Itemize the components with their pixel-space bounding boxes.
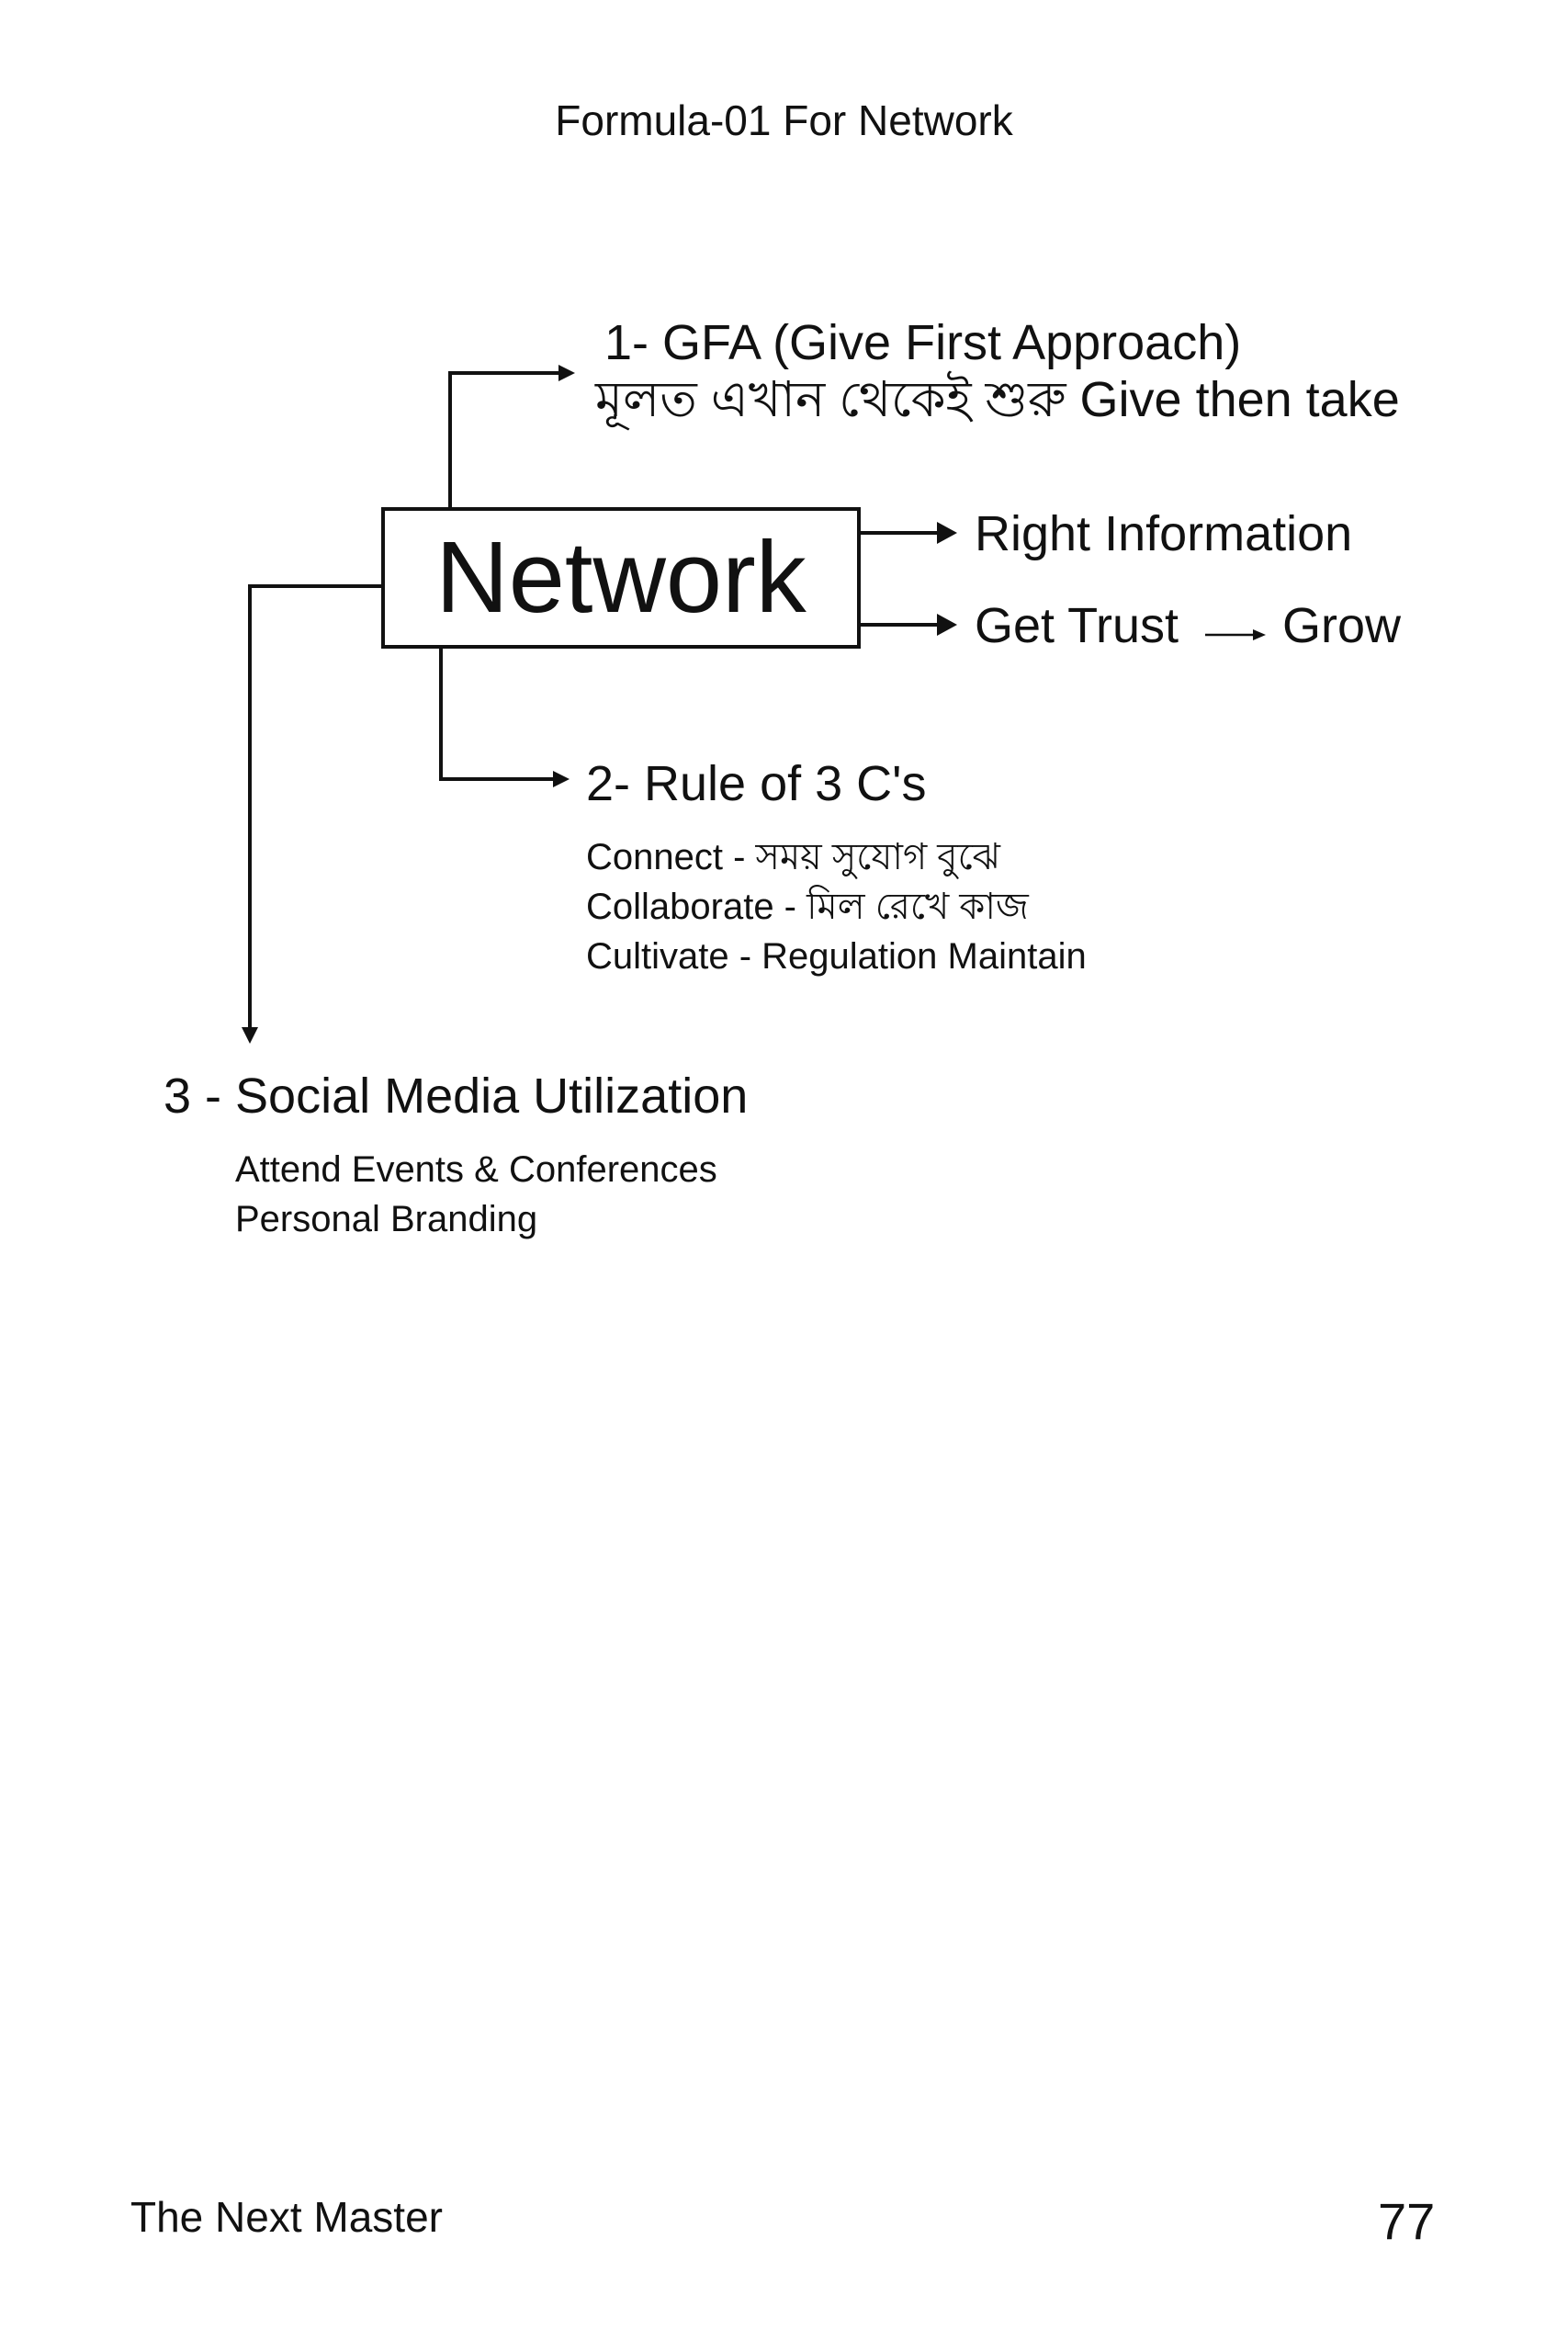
gfa-subtitle: মূলত এখান থেকেই শুরু Give then take [595, 372, 1400, 427]
social-media-title: 3 - Social Media Utilization [164, 1069, 749, 1124]
network-box: Network [381, 507, 861, 649]
arrowhead-get-trust [937, 614, 957, 636]
get-trust-label: Get Trust [975, 598, 1179, 653]
page-number: 77 [1378, 2192, 1436, 2250]
arrowhead-gfa [558, 365, 575, 381]
network-label: Network [435, 521, 807, 634]
connector-to-gfa [448, 371, 562, 507]
rule-item-connect: Connect - সময় সুযোগ বুঝে [586, 837, 1000, 877]
page-title: Formula-01 For Network [555, 96, 1013, 144]
rule-item-cultivate: Cultivate - Regulation Maintain [586, 936, 1087, 977]
trust-to-grow-arrow-icon [1205, 629, 1266, 640]
social-item-branding: Personal Branding [235, 1199, 538, 1239]
right-information-label: Right Information [975, 506, 1353, 561]
grow-label: Grow [1282, 598, 1402, 653]
arrowhead-rule [553, 771, 570, 787]
connector-to-social [248, 584, 381, 1031]
rule-title: 2- Rule of 3 C's [586, 756, 927, 811]
social-item-events: Attend Events & Conferences [235, 1149, 717, 1190]
gfa-title: 1- GFA (Give First Approach) [604, 315, 1242, 370]
connector-to-rule [439, 649, 557, 781]
footer-book-title: The Next Master [130, 2193, 443, 2241]
arrowhead-social [242, 1027, 258, 1044]
arrowhead-right-information [937, 522, 957, 544]
rule-item-collaborate: Collaborate - মিল রেখে কাজ [586, 887, 1029, 927]
